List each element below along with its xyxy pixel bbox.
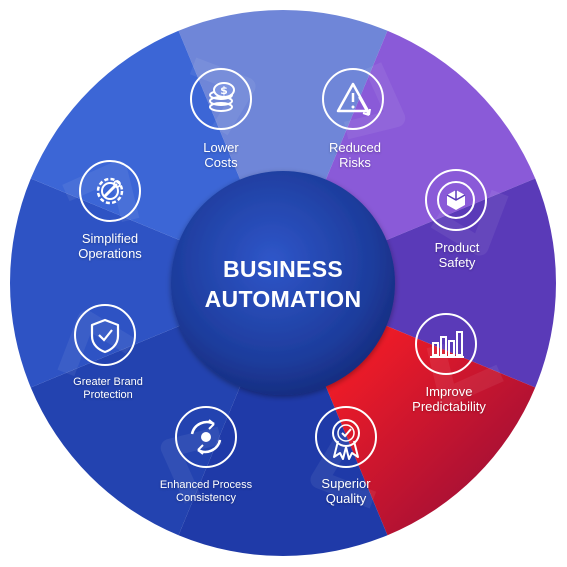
segment-label-line1: Simplified [81, 231, 139, 246]
segment-label-line2: Operations [78, 245, 142, 261]
award-badge-icon [315, 406, 377, 468]
segment-label-line2: Risks [339, 154, 371, 170]
segment-label-enhanced-process-consistency: Enhanced Process Consistency [160, 479, 252, 504]
segment-label-lower-costs: Lower Costs [203, 140, 239, 171]
segment-arrow-accent [310, 430, 377, 509]
segment-label-line1: Superior [321, 476, 371, 491]
segment-simplified-operations [30, 30, 241, 241]
segment-label-improve-predictability: Improve Predictability [412, 384, 486, 415]
gear-wrench-icon [79, 160, 141, 222]
segment-lower-costs [178, 10, 388, 182]
segment-label-line2: Protection [83, 388, 133, 401]
segment-label-superior-quality: Superior Quality [321, 476, 371, 507]
bar-chart-icon [415, 313, 477, 375]
center-disc [171, 171, 395, 395]
segment-label-line1: Lower [203, 140, 239, 155]
segment-improve-predictability [325, 325, 536, 536]
segment-label-line1: Reduced [328, 140, 382, 155]
segment-label-line2: Costs [204, 154, 238, 170]
segment-label-line2: Safety [438, 254, 476, 270]
shield-check-icon [74, 304, 136, 366]
segment-arrow-accent [426, 343, 504, 406]
segment-label-reduced-risks: Reduced Risks [328, 140, 382, 171]
warning-triangle-icon [322, 68, 384, 130]
segment-label-product-safety: Product Safety [434, 240, 480, 271]
shield-box-icon [425, 169, 487, 231]
segment-greater-brand [9, 178, 182, 388]
segment-label-line1: Improve [425, 384, 473, 399]
center-title: BUSINESS AUTOMATION [205, 255, 362, 315]
segment-label-line2: Consistency [176, 491, 236, 504]
segment-label-line1: Greater Brand [73, 376, 143, 388]
segment-label-line1: Product [434, 240, 480, 255]
coins-dollar-icon: $ [190, 68, 252, 130]
segment-label-greater-brand-protection: Greater Brand Protection [73, 376, 143, 401]
segment-arrow-accent [62, 160, 140, 223]
segment-arrow-accent [57, 310, 136, 377]
segment-arrow-accent [189, 57, 256, 136]
segment-label-line2: Quality [325, 490, 367, 506]
segment-label-line2: Predictability [412, 398, 486, 414]
svg-text:$: $ [220, 84, 228, 97]
segment-label-line1: Enhanced Process [159, 479, 253, 491]
icons-layer: $ [74, 68, 487, 468]
segment-label-simplified-operations: Simplified Operations [78, 231, 142, 262]
center-title-line2: AUTOMATION [204, 285, 362, 312]
center-title-line1: BUSINESS [223, 256, 343, 282]
segment-product-safety [384, 178, 556, 388]
cycle-arrows-icon [175, 406, 237, 468]
segment-enhanced-consistency [30, 325, 241, 536]
